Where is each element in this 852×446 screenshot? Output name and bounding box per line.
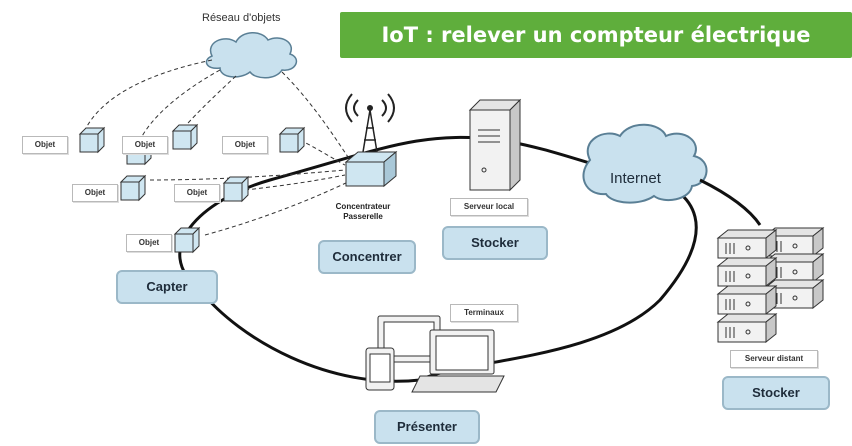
object-label: Objet [126, 234, 172, 252]
object-label: Objet [222, 136, 268, 154]
role-concentrer: Concentrer [318, 240, 416, 274]
gateway-label: Concentrateur Passerelle [318, 202, 408, 222]
role-capter: Capter [116, 270, 218, 304]
local-server-label: Serveur local [450, 198, 528, 216]
role-stocker-distant: Stocker [722, 376, 830, 410]
object-label: Objet [122, 136, 168, 154]
role-presenter: Présenter [374, 410, 480, 444]
gateway-label-line1: Concentrateur [335, 202, 391, 211]
gateway-label-line2: Passerelle [343, 212, 383, 221]
terminals-label: Terminaux [450, 304, 518, 322]
internet-link [699, 178, 762, 226]
terminals-devices [365, 315, 505, 393]
internet-label: Internet [610, 170, 661, 187]
remote-servers [716, 226, 825, 344]
local-server [468, 98, 522, 192]
network-cloud-label: Réseau d'objets [202, 12, 281, 24]
object-label: Objet [22, 136, 68, 154]
internet-cloud [582, 123, 708, 204]
network-cloud [205, 32, 298, 79]
object-cubes [78, 123, 306, 254]
page-title: IoT : relever un compteur électrique [340, 12, 852, 58]
role-stocker-local: Stocker [442, 226, 548, 260]
remote-server-label: Serveur distant [730, 350, 818, 368]
gateway-device [344, 93, 398, 188]
object-label: Objet [174, 184, 220, 202]
object-label: Objet [72, 184, 118, 202]
